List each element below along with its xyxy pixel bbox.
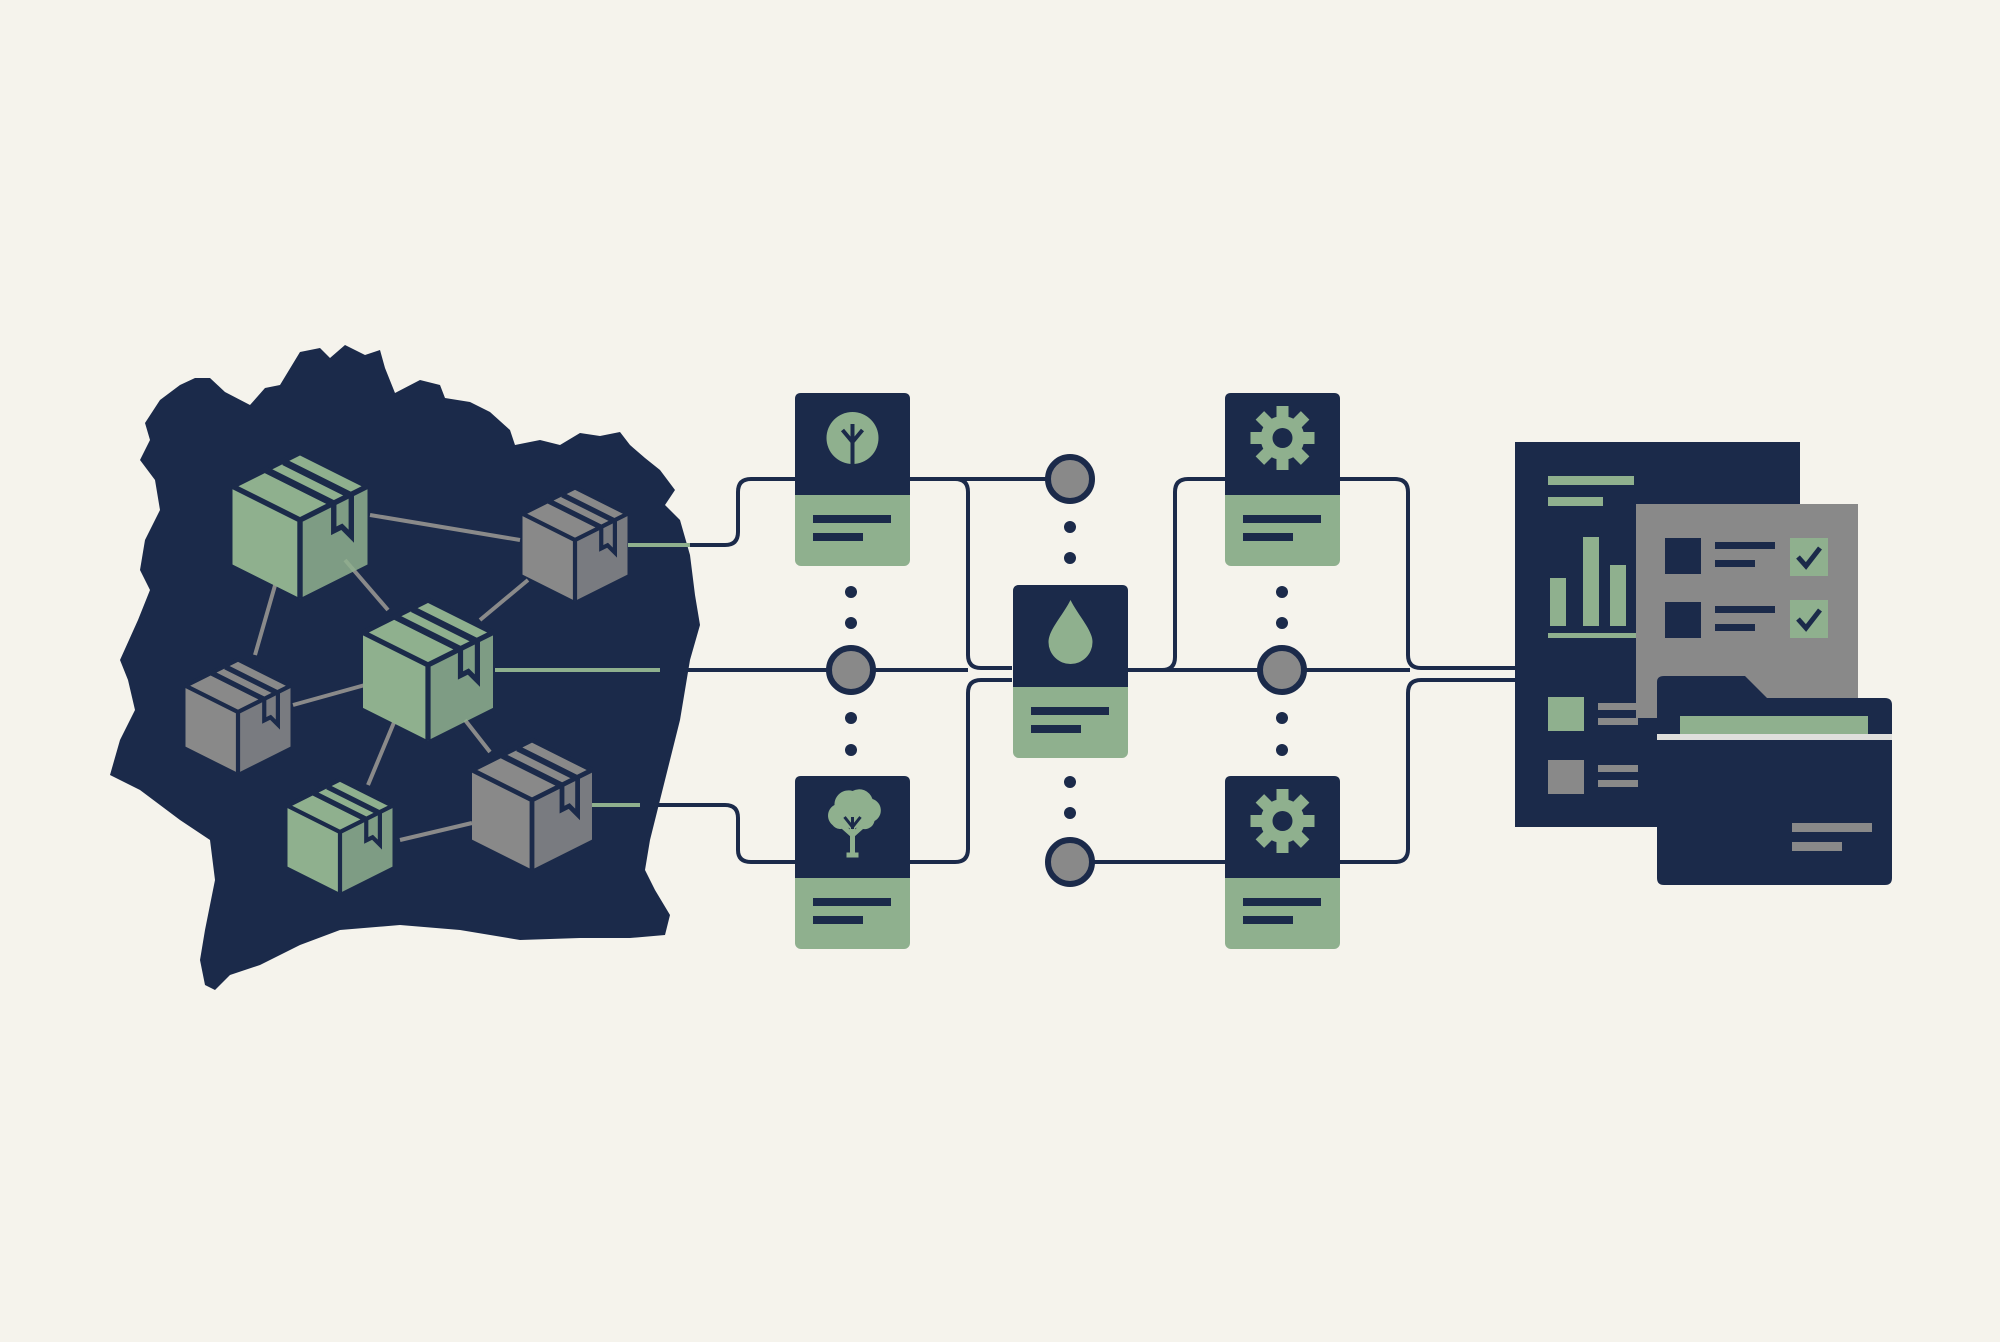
pipeline-lines <box>640 477 1520 864</box>
cardboard-box-icon <box>231 449 369 599</box>
gear-icon <box>1250 789 1315 853</box>
pipeline-nodes <box>826 454 1307 887</box>
cardboard-box-icon <box>286 777 394 893</box>
dotted-connectors <box>845 521 1288 819</box>
cardboard-box-icon <box>184 657 292 773</box>
parcel-links <box>253 513 530 842</box>
water-drop-icon <box>1048 600 1093 665</box>
pipeline-card <box>795 776 910 949</box>
pipeline-card <box>1225 393 1340 566</box>
cardboard-box-icon <box>521 485 629 601</box>
cardboard-box-icon <box>361 597 495 741</box>
output-documents <box>1515 442 1892 885</box>
flow-node <box>1257 645 1307 695</box>
tree-icon <box>828 789 881 858</box>
folder-icon <box>1657 676 1892 885</box>
flow-node <box>826 645 876 695</box>
pipeline-card <box>1225 776 1340 949</box>
parcel-group <box>184 449 629 893</box>
pipeline-card <box>1013 585 1128 758</box>
flow-node <box>1045 454 1095 504</box>
pipeline-card <box>795 393 910 566</box>
sapling-icon <box>826 412 879 472</box>
pipeline-cards <box>795 393 1340 949</box>
cardboard-box-icon <box>470 737 594 870</box>
flow-node <box>1045 837 1095 887</box>
map-exit-lines <box>495 543 690 807</box>
gear-icon <box>1250 406 1315 470</box>
